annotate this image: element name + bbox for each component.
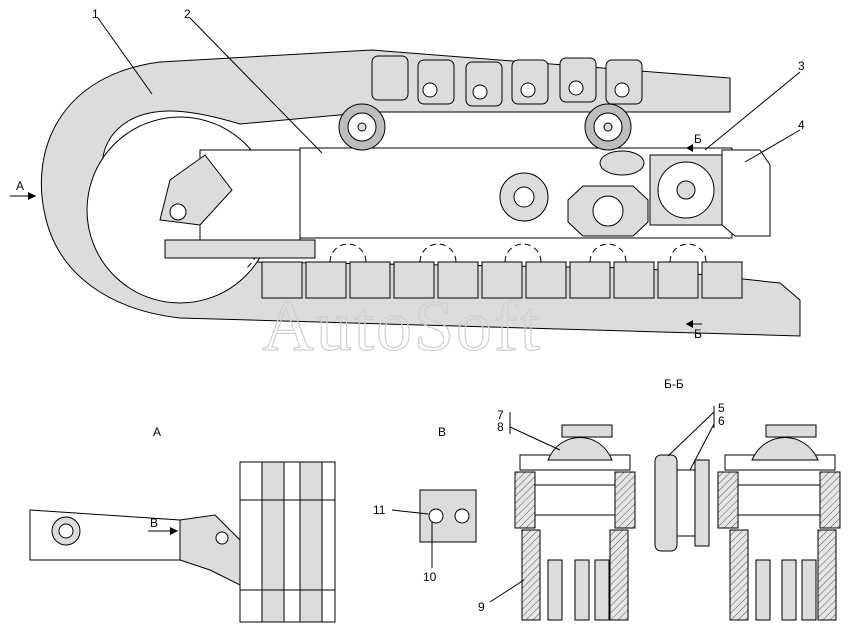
svg-text:А: А <box>16 179 24 193</box>
top-flange <box>599 150 645 176</box>
support-roller-right <box>584 103 632 151</box>
watermark: AutoSoft <box>262 286 542 366</box>
section-center-disc <box>654 454 710 552</box>
view-v-title: В <box>438 425 446 439</box>
svg-text:4: 4 <box>798 118 805 132</box>
svg-text:3: 3 <box>798 59 805 73</box>
section-left-assembly <box>514 424 636 621</box>
track-assembly-main-view: AutoSoft <box>40 49 801 367</box>
lower-track-rollers <box>261 243 743 299</box>
section-right-assembly <box>717 424 841 621</box>
view-a-arrow: А <box>10 179 36 200</box>
callout-7-8: 7 8 <box>497 408 561 451</box>
view-a-bracket <box>179 514 241 586</box>
callout-3: 3 <box>704 59 805 151</box>
svg-text:8: 8 <box>497 420 504 434</box>
view-v-arrow: В <box>148 516 178 535</box>
svg-text:2: 2 <box>184 7 191 21</box>
section-title: Б-Б <box>664 377 684 391</box>
section-b-arrow-top: Б <box>686 132 702 152</box>
callout-1: 1 <box>92 7 153 95</box>
svg-text:5: 5 <box>718 401 725 415</box>
frame-end-bracket <box>721 149 771 237</box>
callout-10: 10 <box>423 522 437 584</box>
tensioner-bolt <box>169 203 187 221</box>
section-b-b: Б-Б <box>478 377 841 621</box>
svg-text:11: 11 <box>373 503 386 517</box>
callout-4: 4 <box>744 118 805 163</box>
view-a-title: А <box>153 425 161 439</box>
svg-text:1: 1 <box>92 7 99 21</box>
svg-text:9: 9 <box>478 600 485 614</box>
support-roller-left <box>338 103 386 151</box>
svg-text:7: 7 <box>497 408 504 422</box>
drive-hub <box>649 154 723 226</box>
svg-text:6: 6 <box>718 414 725 428</box>
flange-round <box>499 172 549 222</box>
callout-11: 11 <box>373 503 429 517</box>
view-v: В 11 10 <box>373 425 477 584</box>
svg-text:Б: Б <box>694 327 702 341</box>
upper-track-shoes <box>371 55 643 107</box>
callout-2: 2 <box>184 7 323 154</box>
flange-octagon <box>567 185 649 237</box>
callout-5-6: 5 6 <box>667 401 725 471</box>
svg-text:Б: Б <box>694 132 702 146</box>
svg-text:10: 10 <box>423 570 437 584</box>
callout-9: 9 <box>478 579 525 614</box>
svg-text:В: В <box>150 516 158 530</box>
lower-guide <box>164 239 316 259</box>
section-b-arrow-bottom: Б <box>686 320 702 341</box>
view-a: А В <box>29 425 336 623</box>
